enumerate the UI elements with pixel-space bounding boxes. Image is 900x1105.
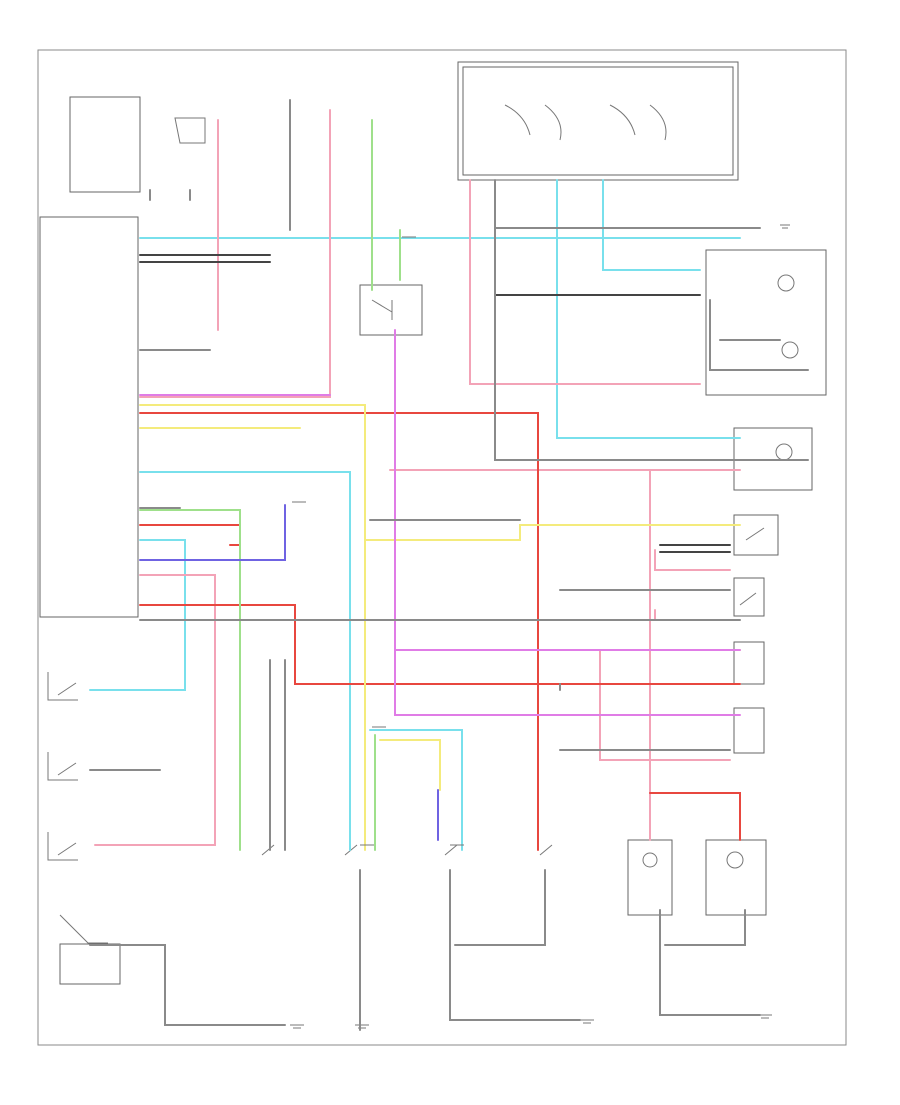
door-switch-1: [47, 672, 78, 701]
wire-dark-1: [139, 254, 271, 263]
lower-switch-3: [444, 844, 458, 856]
lamp-icon-3: [775, 443, 793, 461]
courtesy-switch-box: [733, 577, 765, 617]
door-switch-2: [47, 752, 78, 781]
bottom-left-note-box: [59, 943, 121, 985]
wire-red-3: [139, 604, 741, 685]
lamp-icon-1: [777, 274, 795, 292]
wire-gray-13: [659, 909, 761, 1016]
wire-gray-9: [89, 944, 286, 1026]
lamp-icon-5: [726, 851, 744, 869]
wire-yellow-5: [379, 739, 441, 791]
wire-pink-3: [469, 179, 701, 385]
wire-green-3: [139, 509, 241, 851]
module-arc-3: [609, 104, 636, 136]
wire-red-4: [649, 792, 741, 841]
connector-dots: [292, 236, 464, 846]
wire-gray-12: [454, 869, 546, 946]
wire-gray-14: [664, 909, 746, 946]
wire-cyan-5: [89, 539, 186, 691]
wire-pink-8: [654, 609, 731, 621]
wire-gray-1: [494, 179, 809, 461]
wire-pink-7: [654, 549, 731, 571]
diagram-frame: [37, 49, 847, 1046]
wire-pink-5: [94, 574, 216, 846]
wire-blue-1: [139, 504, 286, 561]
wire-gray-16: [559, 683, 731, 751]
trunk-switch-box: [733, 514, 779, 556]
top-right-module: [457, 61, 739, 181]
ground-symbol-3: [580, 1019, 594, 1024]
wire-cyan-6: [369, 729, 463, 851]
wire-gray-11: [449, 869, 581, 1021]
ground-symbol-5: [780, 224, 790, 229]
ground-symbol-2: [355, 1024, 369, 1029]
lamp-icon-2: [781, 341, 799, 359]
right-lamp-module: [705, 249, 827, 396]
module-arc-2: [544, 104, 562, 141]
lamp-module-a: [627, 839, 673, 916]
wire-red-1: [139, 412, 539, 851]
glovebox-switch-box: [733, 641, 765, 685]
lamp-icon-4: [642, 852, 658, 868]
dome-lamp-box: [733, 707, 765, 754]
lower-switch-4: [539, 844, 553, 856]
wire-cyan-4: [139, 471, 351, 851]
lamp-module-b: [705, 839, 767, 916]
door-switch-3: [47, 832, 78, 861]
trunk-switch: [745, 527, 765, 541]
center-relay: [359, 284, 423, 336]
wire-cyan-3: [602, 179, 701, 271]
wire-gray-3: [149, 189, 191, 201]
top-right-module-inner: [462, 66, 734, 176]
module-arc-4: [649, 104, 667, 141]
bcm-module: [39, 216, 139, 618]
top-left-module: [69, 96, 141, 193]
center-relay-switch: [371, 299, 393, 320]
wire-gray-8: [269, 659, 286, 851]
door-switch-4: [59, 914, 108, 944]
wire-dark-3: [659, 544, 731, 553]
ground-symbol-1: [290, 1024, 304, 1029]
courtesy-switch: [739, 592, 757, 606]
lower-switch-1: [261, 844, 275, 856]
wire-pink-9: [599, 649, 731, 761]
top-left-switch-bracket: [174, 117, 206, 144]
wire-pink-2: [139, 109, 331, 398]
wire-cyan-2: [556, 179, 741, 439]
module-arc-1: [504, 104, 531, 136]
wire-magenta-2: [394, 329, 741, 716]
wire-gray-17: [709, 299, 809, 371]
wire-yellow-1: [139, 404, 741, 541]
wire-red-2: [139, 524, 241, 546]
